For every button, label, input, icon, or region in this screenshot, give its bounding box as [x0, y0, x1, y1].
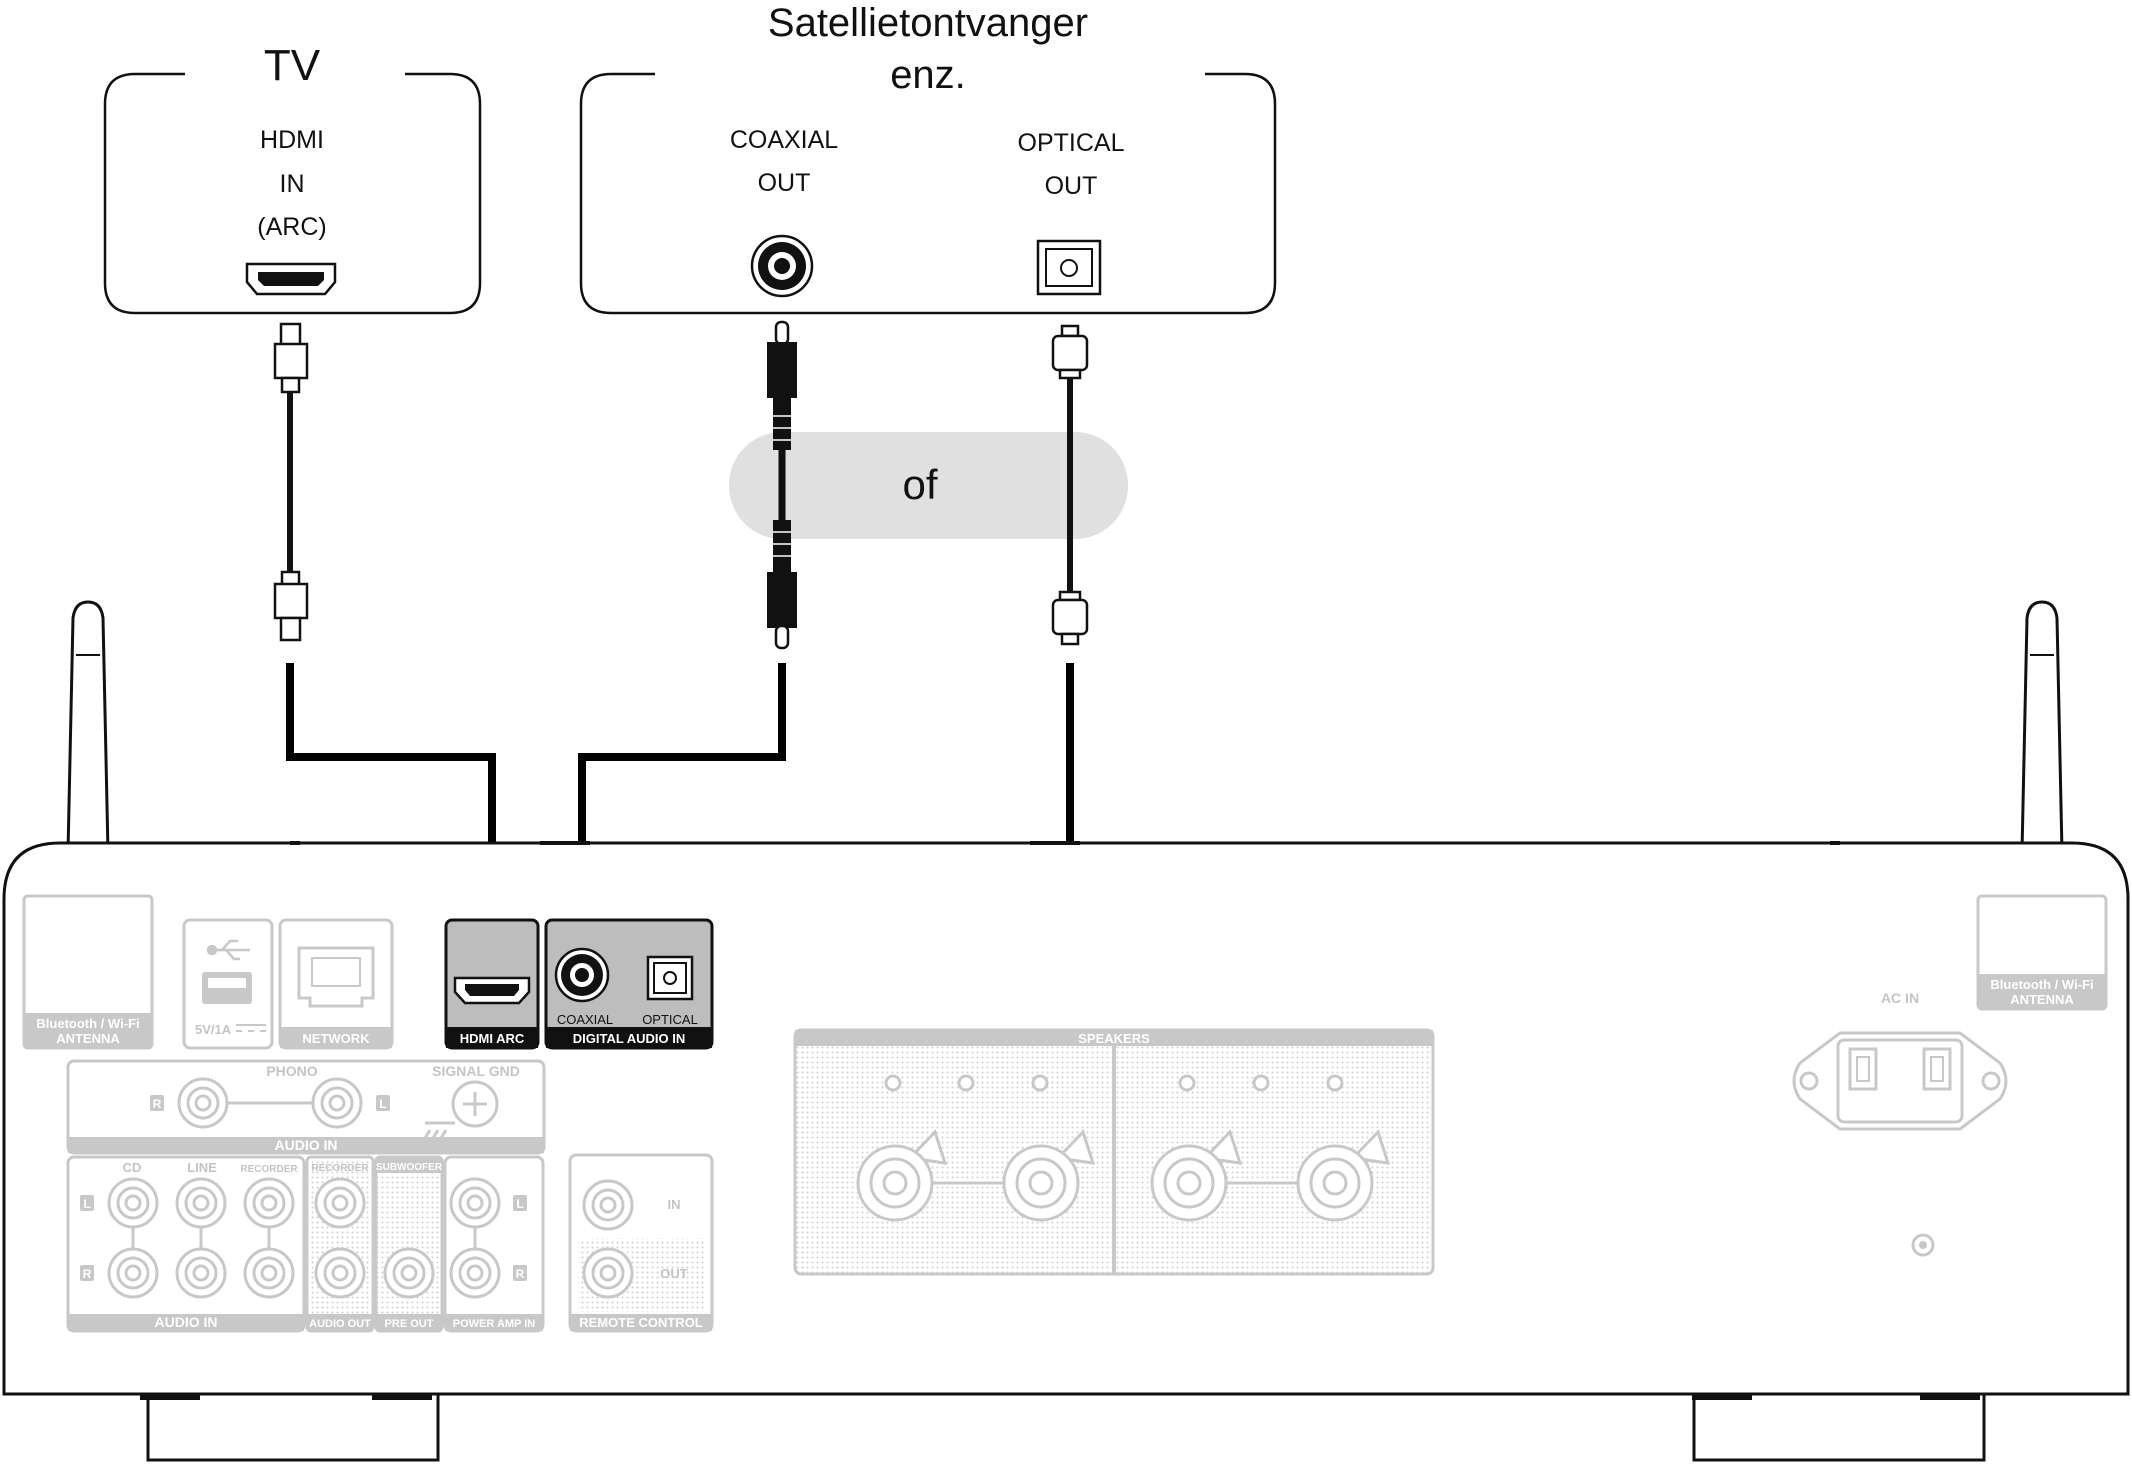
remote-control-label: REMOTE CONTROL: [579, 1315, 703, 1330]
phono-input: PHONO SIGNAL GND AUDIO IN R L: [66, 1059, 546, 1155]
optical-out-jack-icon: [1036, 239, 1102, 296]
power-amp-right-badge: R: [516, 1267, 525, 1281]
hdmi-in-port-icon: [245, 262, 337, 296]
pre-out-label: PRE OUT: [385, 1318, 434, 1330]
coaxial-in-label: COAXIAL: [557, 1012, 613, 1027]
satellite-title-2: enz.: [890, 53, 966, 97]
hdmi-arc-port-icon: [453, 976, 531, 1005]
usb-port: 5V/1A: [182, 918, 274, 1050]
hdmi-arc-input: HDMI ARC: [444, 918, 540, 1050]
optical-out-label-2: OUT: [1045, 172, 1098, 200]
audio-out-label: AUDIO OUT: [309, 1318, 371, 1330]
optical-out-label-1: OPTICAL: [1018, 129, 1125, 157]
tv-device: TV HDMI IN (ARC): [103, 41, 482, 315]
signal-gnd-label: SIGNAL GND: [432, 1063, 520, 1079]
phono-right-badge: R: [153, 1097, 162, 1111]
left-antenna-label-1: Bluetooth / Wi-Fi: [36, 1016, 139, 1031]
cd-label: CD: [123, 1160, 142, 1175]
satellite-title-1: Satellietontvanger: [768, 1, 1088, 45]
receiver-feet: [140, 1392, 1986, 1462]
left-antenna-icon: [66, 600, 110, 853]
network-label: NETWORK: [302, 1031, 370, 1046]
ground-screw-icon: [1911, 1233, 1935, 1257]
tv-box-outline: [103, 72, 482, 315]
satellite-receiver-device: Satellietontvanger enz. COAXIAL OUT OPTI…: [579, 1, 1277, 315]
usb-rating: 5V/1A: [195, 1022, 232, 1037]
tv-port-label-3: (ARC): [257, 213, 326, 241]
right-antenna-label-1: Bluetooth / Wi-Fi: [1990, 977, 2093, 992]
satellite-box-outline: [579, 72, 1277, 315]
coaxial-out-jack-icon: [750, 234, 814, 298]
or-bubble: of: [729, 432, 1128, 539]
right-antenna-icon: [2020, 600, 2064, 853]
coaxial-in-jack-icon: [554, 947, 610, 1003]
coaxial-out-label-2: OUT: [758, 169, 811, 197]
hdmi-arc-label: HDMI ARC: [460, 1031, 525, 1046]
digital-audio-in-label: DIGITAL AUDIO IN: [573, 1031, 685, 1046]
speaker-terminals: SPEAKERS: [793, 1028, 1435, 1276]
tv-title: TV: [264, 41, 321, 90]
audio-in-right-badge: R: [83, 1267, 92, 1281]
ethernet-port-icon: [297, 946, 375, 1008]
speakers-label: SPEAKERS: [1078, 1031, 1150, 1046]
digital-audio-in: COAXIAL OPTICAL DIGITAL AUDIO IN: [544, 918, 714, 1050]
left-antenna-terminal: Bluetooth / Wi-Fi ANTENNA: [22, 894, 154, 1050]
tv-port-label-2: IN: [280, 170, 305, 198]
phono-left-badge: L: [379, 1097, 386, 1111]
recorder-in-label: RECORDER: [240, 1164, 298, 1175]
ac-inlet: AC IN: [1792, 990, 2008, 1131]
recorder-out-label: RECORDER: [311, 1163, 369, 1174]
usb-icon: [206, 939, 250, 961]
left-antenna-label-2: ANTENNA: [56, 1031, 120, 1046]
pre-out: SUBWOOFER PRE OUT: [374, 1155, 444, 1333]
remote-in-label: IN: [668, 1197, 681, 1212]
right-antenna-terminal: Bluetooth / Wi-Fi ANTENNA: [1976, 894, 2108, 1011]
optical-in-label: OPTICAL: [642, 1012, 698, 1027]
optical-in-jack-icon: [646, 955, 694, 1001]
line-audio-in: CD LINE RECORDER AUDIO IN L R: [66, 1155, 306, 1333]
phono-label: PHONO: [266, 1063, 317, 1079]
phono-audio-in-label: AUDIO IN: [275, 1137, 338, 1153]
subwoofer-label: SUBWOOFER: [376, 1162, 443, 1173]
audio-out: RECORDER AUDIO OUT: [305, 1155, 375, 1333]
receiver-rear-panel: Bluetooth / Wi-Fi ANTENNA Bluetooth / Wi…: [2, 600, 2130, 1462]
power-amp-left-badge: L: [516, 1197, 523, 1211]
coaxial-out-label-1: COAXIAL: [730, 126, 838, 154]
network-port: NETWORK: [278, 918, 394, 1050]
tv-port-label-1: HDMI: [260, 126, 324, 154]
power-amp-in: POWER AMP IN L R: [443, 1155, 545, 1333]
audio-in-label: AUDIO IN: [155, 1314, 218, 1330]
audio-in-left-badge: L: [83, 1197, 90, 1211]
or-label: of: [902, 461, 937, 508]
line-label: LINE: [187, 1160, 217, 1175]
power-amp-in-label: POWER AMP IN: [453, 1318, 536, 1330]
remote-control: IN OUT REMOTE CONTROL: [568, 1153, 714, 1333]
ac-in-label: AC IN: [1881, 990, 1919, 1006]
remote-out-label: OUT: [660, 1266, 688, 1281]
right-antenna-label-2: ANTENNA: [2010, 992, 2074, 1007]
